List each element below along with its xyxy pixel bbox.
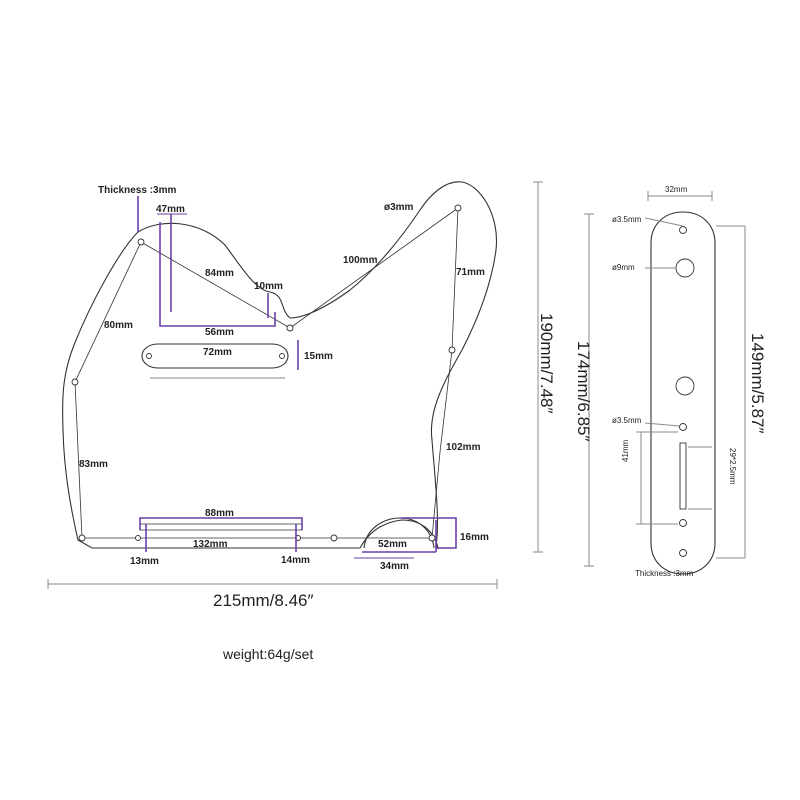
dim-13-label: 13mm bbox=[130, 556, 159, 567]
dim-100-label: 100mm bbox=[343, 255, 378, 266]
switch-slot bbox=[679, 442, 687, 510]
dim-84-label: 84mm bbox=[205, 268, 234, 279]
pickup-screw-hole bbox=[279, 353, 285, 359]
pickguard-drawing bbox=[62, 181, 498, 550]
control-plate-screw-hole bbox=[679, 519, 687, 527]
mount-hole bbox=[137, 238, 145, 246]
dim-102-label: 102mm bbox=[446, 442, 481, 453]
control-plate-labels: 32mm ø3.5mm ø9mm ø3.5mm 41mm 29*2.5mm 14… bbox=[612, 185, 767, 578]
mount-hole bbox=[78, 534, 86, 542]
weight-label: weight:64g/set bbox=[222, 646, 313, 662]
plate-thickness-label: Thickness :3mm bbox=[635, 569, 694, 578]
control-plate-dimensions bbox=[636, 191, 746, 559]
plate-length-label: 149mm/5.87″ bbox=[748, 333, 767, 434]
mount-hole bbox=[454, 204, 462, 212]
overall-height-label: 190mm/7.48″ bbox=[537, 313, 556, 414]
dim-14-label: 14mm bbox=[281, 555, 310, 566]
dim-52-label: 52mm bbox=[378, 539, 407, 550]
bridge-cutout bbox=[139, 523, 303, 531]
dim-80-label: 80mm bbox=[104, 320, 133, 331]
dim-71-label: 71mm bbox=[456, 267, 485, 278]
control-plate-pot-hole bbox=[675, 258, 695, 278]
pickguard-labels: Thickness :3mm ø3mm 47mm 84mm 100mm 71mm… bbox=[79, 185, 593, 610]
control-plate-screw-hole-mid bbox=[679, 423, 687, 431]
control-plate-outline bbox=[650, 211, 716, 575]
plate-hole-mid-label: ø3.5mm bbox=[612, 416, 642, 425]
control-plate-drawing bbox=[650, 211, 716, 575]
height-174-label: 174mm/6.85″ bbox=[574, 341, 593, 442]
pickup-screw-hole bbox=[146, 353, 152, 359]
overall-width-label: 215mm/8.46″ bbox=[213, 591, 314, 610]
mount-hole bbox=[448, 346, 456, 354]
dim-16-label: 16mm bbox=[460, 532, 489, 543]
control-plate-screw-hole-bottom bbox=[679, 549, 687, 557]
dim-83-label: 83mm bbox=[79, 459, 108, 470]
pickguard-mount-line-top bbox=[140, 207, 459, 329]
plate-slot-height-label: 41mm bbox=[621, 439, 630, 462]
mount-hole bbox=[428, 534, 436, 542]
dim-72-label: 72mm bbox=[203, 347, 232, 358]
control-plate-pot-hole bbox=[675, 376, 695, 396]
mount-hole bbox=[71, 378, 79, 386]
mount-hole bbox=[286, 324, 294, 332]
mount-hole bbox=[330, 534, 338, 542]
dim-34-label: 34mm bbox=[380, 561, 409, 572]
dim-10-label: 10mm bbox=[254, 281, 283, 292]
pickguard-dimensions bbox=[47, 181, 594, 589]
pickguard-mount-line-left bbox=[74, 241, 142, 539]
dim-47-label: 47mm bbox=[156, 204, 185, 215]
bridge-screw-hole bbox=[135, 535, 141, 541]
dim-88-label: 88mm bbox=[205, 508, 234, 519]
dim-132-label: 132mm bbox=[193, 539, 228, 550]
pickguard-outline bbox=[62, 181, 498, 550]
pickguard-mount-line-right bbox=[431, 207, 459, 539]
plate-hole-big-label: ø9mm bbox=[612, 263, 635, 272]
dim-15-label: 15mm bbox=[304, 351, 333, 362]
thickness-label: Thickness :3mm bbox=[98, 185, 176, 196]
neck-pickup-cutout bbox=[141, 343, 289, 369]
plate-slot-size-label: 29*2.5mm bbox=[728, 448, 737, 485]
plate-hole-top-label: ø3.5mm bbox=[612, 215, 642, 224]
control-plate-screw-hole-top bbox=[679, 226, 687, 234]
plate-width-label: 32mm bbox=[665, 185, 688, 194]
hole-diameter-label: ø3mm bbox=[384, 202, 414, 213]
dim-56-label: 56mm bbox=[205, 327, 234, 338]
